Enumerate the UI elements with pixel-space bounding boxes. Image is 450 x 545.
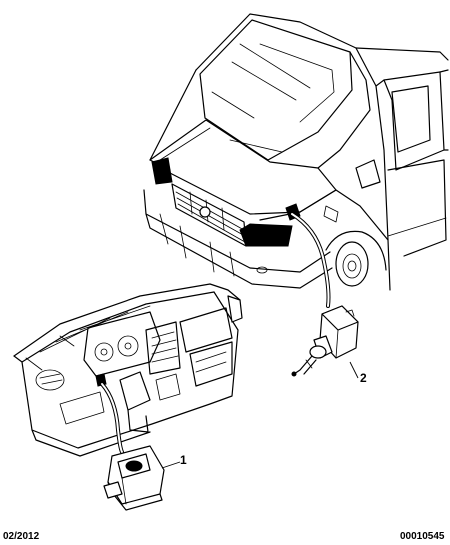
motor-wiring-harness	[285, 203, 331, 308]
headlamp-leveling-motor-icon	[291, 305, 359, 377]
callout-2-leader	[349, 361, 359, 379]
headlamp-adjuster-switch-icon	[103, 445, 165, 511]
footer-date: 02/2012	[3, 531, 40, 542]
footer-reference: 00010545	[400, 531, 445, 542]
van-illustration	[143, 13, 449, 291]
callout-2-label: 2	[360, 371, 367, 385]
dashboard-illustration	[13, 283, 243, 457]
switch-wiring-harness	[100, 382, 124, 454]
callout-1-label: 1	[180, 453, 187, 467]
callout-1-leader	[161, 461, 181, 469]
